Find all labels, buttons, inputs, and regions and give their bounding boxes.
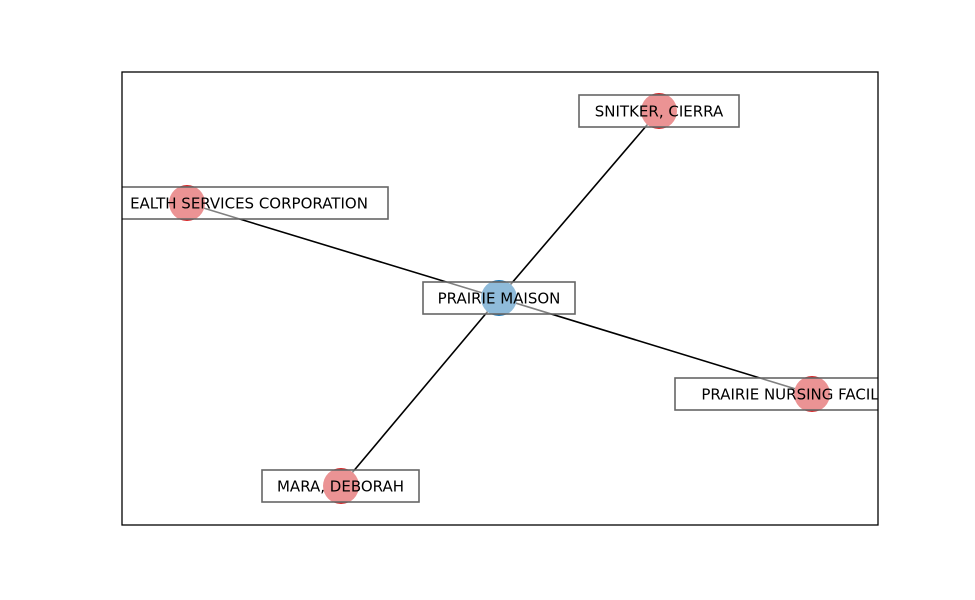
node-label-box — [261, 469, 420, 503]
nodes-layer: SNITKER, CIERRA EALTH SERVICES CORPORATIO… — [110, 93, 905, 504]
node-label: PRAIRIE MAISON — [438, 290, 561, 308]
node-label: MARA, DEBORAH — [277, 478, 404, 496]
plot-frame — [121, 71, 879, 526]
edge-snitker-cierra — [498, 110, 660, 299]
node-prairie-maison[interactable]: PRAIRIE MAISON — [422, 280, 576, 316]
node-snitker-cierra[interactable]: SNITKER, CIERRA — [578, 93, 740, 129]
node-label: SNITKER, CIERRA — [595, 103, 724, 121]
node-label-box — [122, 186, 389, 220]
edge-mara-deborah — [340, 297, 500, 487]
plot-area: SNITKER, CIERRA EALTH SERVICES CORPORATIO… — [110, 93, 905, 504]
node-label: PRAIRIE NURSING FACIL — [701, 386, 879, 404]
node-mara-deborah[interactable]: MARA, DEBORAH — [261, 468, 420, 504]
node-label-box — [422, 281, 576, 315]
node-label: EALTH SERVICES CORPORATION — [130, 195, 368, 213]
node-prairie-nursing-facil[interactable]: PRAIRIE NURSING FACIL — [674, 376, 905, 412]
node-label-box — [578, 94, 740, 128]
node-label-box — [674, 377, 878, 411]
node-health-services-corporation[interactable]: EALTH SERVICES CORPORATION — [110, 185, 389, 221]
